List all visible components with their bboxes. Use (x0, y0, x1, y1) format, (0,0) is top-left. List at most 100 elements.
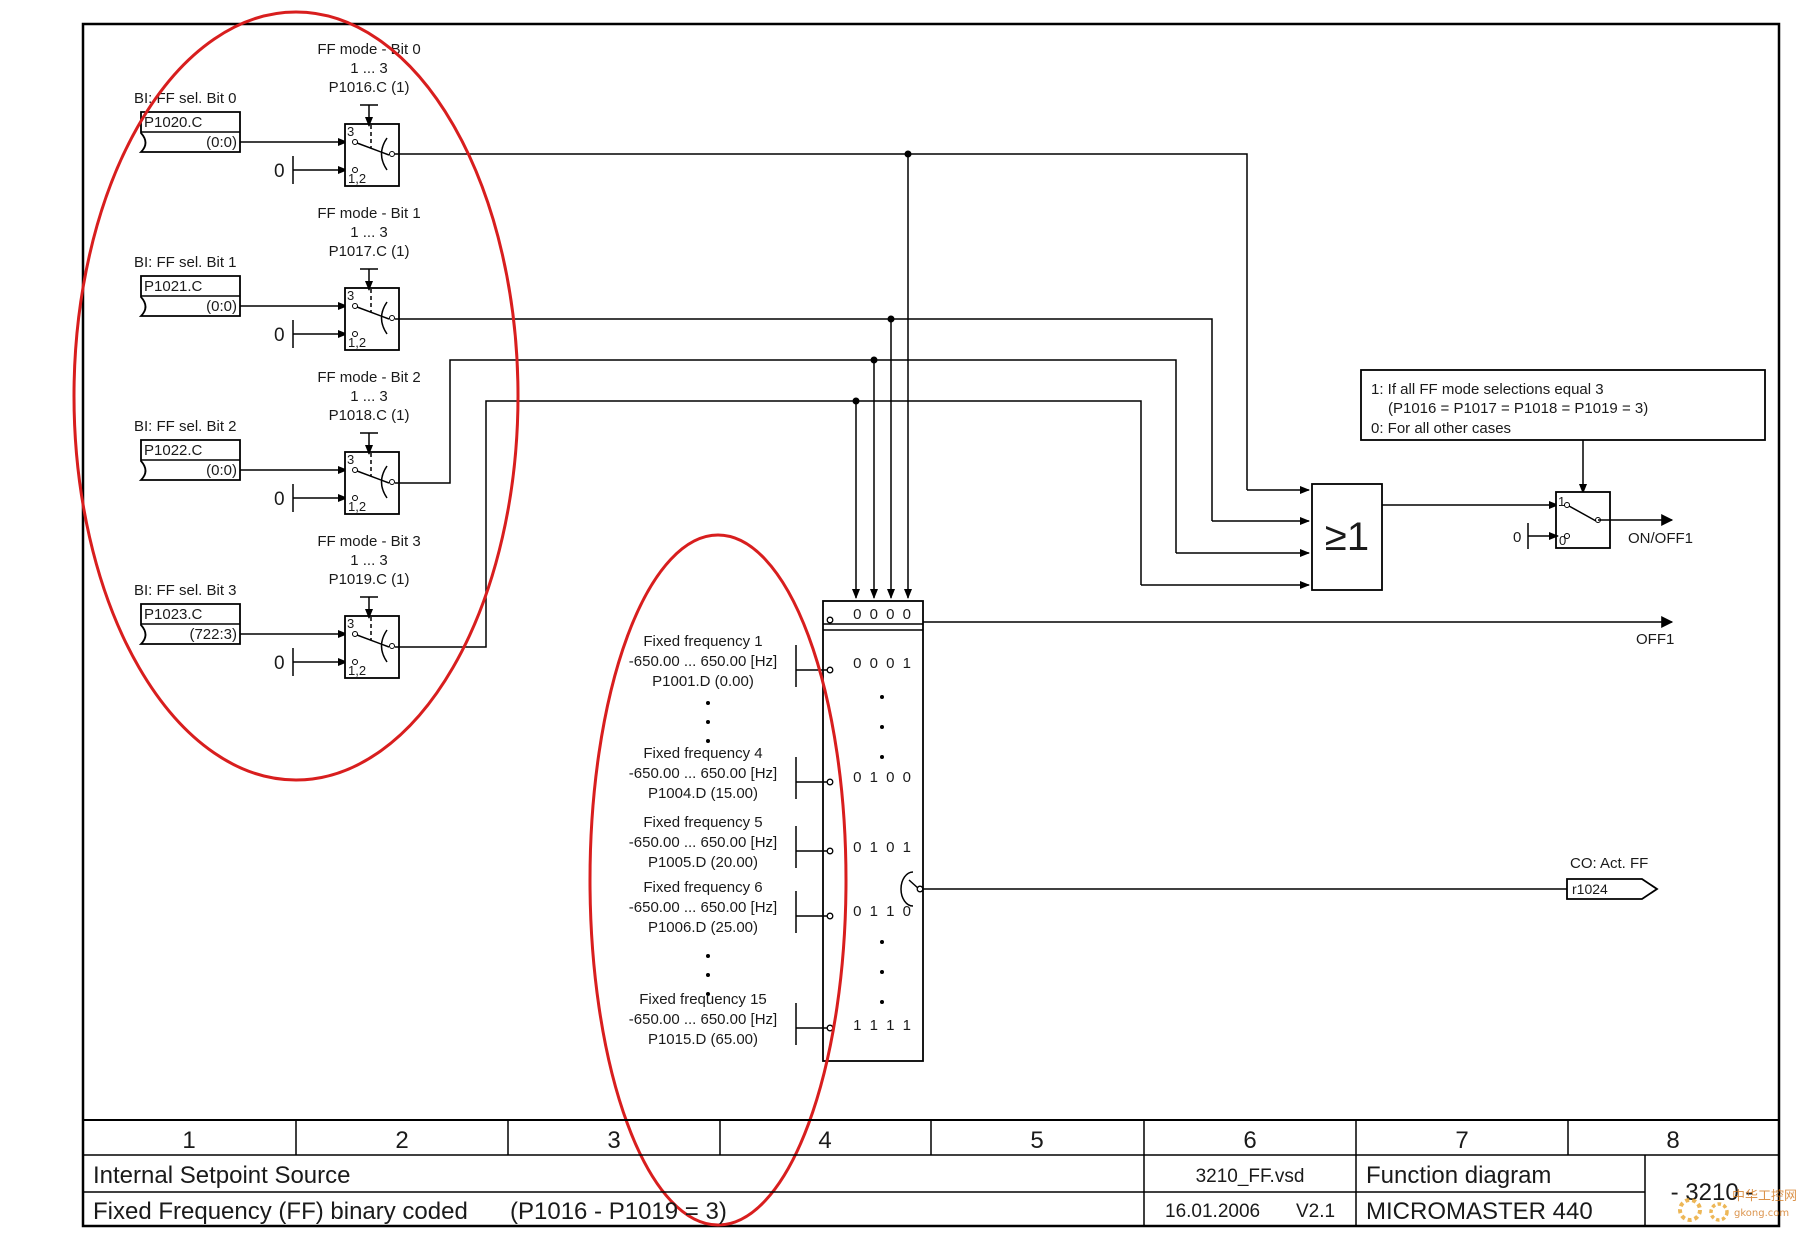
bi-param: P1023.C (144, 606, 203, 623)
zero-input: 0 (274, 489, 285, 510)
footer-column-number: 8 (1666, 1127, 1679, 1154)
output-switch: 1 0 0 (1513, 491, 1674, 549)
selector-code: 0 0 0 0 (853, 606, 913, 623)
ff-mode-range: 1 ... 3 (350, 552, 388, 569)
switch-pos-3: 3 (347, 616, 354, 631)
ff-mode-range: 1 ... 3 (350, 224, 388, 241)
fixed-frequency-input: Fixed frequency 5 -650.00 ... 650.00 [Hz]… (629, 814, 834, 871)
freq-param: P1005.D (20.00) (648, 854, 758, 871)
selector-code: 1 1 1 1 (853, 1017, 913, 1034)
footer-file: 3210_FF.vsd (1196, 1166, 1305, 1187)
frequency-selector (706, 600, 1674, 1062)
ff-mode-title: FF mode - Bit 0 (317, 41, 420, 58)
footer-title-2-params: (P1016 - P1019 = 3) (510, 1198, 727, 1225)
bi-label: BI: FF sel. Bit 0 (134, 90, 237, 107)
footer-column-number: 4 (818, 1127, 831, 1154)
zero-input: 0 (274, 161, 285, 182)
freq-range: -650.00 ... 650.00 [Hz] (629, 899, 777, 916)
freq-range: -650.00 ... 650.00 [Hz] (629, 834, 777, 851)
footer-title-1: Internal Setpoint Source (93, 1162, 351, 1189)
freq-range: -650.00 ... 650.00 [Hz] (629, 765, 777, 782)
ff-mode-param: P1017.C (1) (329, 243, 410, 260)
watermark-line-2: gkong.com (1734, 1208, 1789, 1219)
ff-mode-title: FF mode - Bit 3 (317, 533, 420, 550)
input-block-bit-2: FF mode - Bit 2 1 ... 3 P1018.C (1) BI: FF … (134, 369, 421, 515)
drawing-frame (81, 22, 1781, 1228)
fixed-frequency-input: Fixed frequency 1 -650.00 ... 650.00 [Hz]… (629, 633, 834, 690)
selector-code: 0 0 0 1 (853, 655, 913, 672)
freq-param: P1004.D (15.00) (648, 785, 758, 802)
out-switch-pos-1: 1 (1558, 494, 1565, 509)
bi-param: P1020.C (144, 114, 203, 131)
bi-label: BI: FF sel. Bit 3 (134, 582, 237, 599)
co-connector (1566, 878, 1659, 900)
selector-code: 0 1 0 0 (853, 769, 913, 786)
freq-name: Fixed frequency 4 (643, 745, 762, 762)
input-block-bit-0: FF mode - Bit 0 1 ... 3 P1016.C (1) BI: FF … (134, 41, 421, 187)
ff-mode-range: 1 ... 3 (350, 60, 388, 77)
ff-mode-param: P1019.C (1) (329, 571, 410, 588)
bi-param: P1022.C (144, 442, 203, 459)
co-act-ff-label: CO: Act. FF (1570, 855, 1648, 872)
footer-column-number: 1 (182, 1127, 195, 1154)
freq-range: -650.00 ... 650.00 [Hz] (629, 653, 777, 670)
on-off1-label: ON/OFF1 (1628, 530, 1693, 547)
freq-range: -650.00 ... 650.00 [Hz] (629, 1011, 777, 1028)
signal-wires (395, 150, 1310, 648)
bi-label: BI: FF sel. Bit 2 (134, 418, 237, 435)
freq-name: Fixed frequency 6 (643, 879, 762, 896)
freq-name: Fixed frequency 15 (639, 991, 767, 1008)
freq-name: Fixed frequency 5 (643, 814, 762, 831)
highlight-ellipse-inputs (72, 10, 520, 782)
footer-title-2: Fixed Frequency (FF) binary coded (93, 1198, 468, 1225)
title-block (83, 1119, 1779, 1226)
out-switch-zero: 0 (1513, 529, 1521, 546)
ff-mode-param: P1018.C (1) (329, 407, 410, 424)
footer-version: V2.1 (1296, 1201, 1335, 1222)
freq-param: P1006.D (25.00) (648, 919, 758, 936)
bi-value: (0:0) (206, 462, 237, 479)
selector-code: 0 1 0 1 (853, 839, 913, 856)
or-gate (1311, 483, 1383, 591)
watermark-line-1: 中华工控网 (1732, 1189, 1797, 1204)
freq-param: P1015.D (65.00) (648, 1031, 758, 1048)
bi-param: P1021.C (144, 278, 203, 295)
fixed-frequency-input: Fixed frequency 4 -650.00 ... 650.00 [Hz]… (629, 745, 834, 802)
footer-product: MICROMASTER 440 (1366, 1198, 1593, 1225)
gear-icon (1678, 1198, 1702, 1222)
input-block-bit-3: FF mode - Bit 3 1 ... 3 P1019.C (1) BI: FF … (134, 533, 421, 679)
fixed-frequency-input: Fixed frequency 6 -650.00 ... 650.00 [Hz]… (629, 879, 834, 936)
freq-param: P1001.D (0.00) (652, 673, 754, 690)
ff-mode-title: FF mode - Bit 2 (317, 369, 420, 386)
note-line-1: 1: If all FF mode selections equal 3 (1371, 381, 1604, 398)
bi-value: (0:0) (206, 298, 237, 315)
ff-mode-title: FF mode - Bit 1 (317, 205, 420, 222)
footer-date: 16.01.2006 (1165, 1201, 1260, 1222)
freq-name: Fixed frequency 1 (643, 633, 762, 650)
switch-pos-12: 1,2 (348, 171, 366, 186)
co-param: r1024 (1572, 881, 1608, 897)
highlight-ellipse-frequencies (588, 533, 848, 1227)
selector-code: 0 1 1 0 (853, 903, 913, 920)
bi-value: (0:0) (206, 134, 237, 151)
switch-pos-12: 1,2 (348, 663, 366, 678)
footer-column-number: 2 (395, 1127, 408, 1154)
ff-mode-param: P1016.C (1) (329, 79, 410, 96)
ff-mode-range: 1 ... 3 (350, 388, 388, 405)
out-switch-pos-0: 0 (1559, 533, 1566, 548)
footer-page: - 3210 - (1671, 1179, 1754, 1206)
footer-column-number: 6 (1243, 1127, 1256, 1154)
bi-value: (722:3) (189, 626, 237, 643)
footer-column-number: 7 (1455, 1127, 1468, 1154)
switch-pos-3: 3 (347, 124, 354, 139)
zero-input: 0 (274, 653, 285, 674)
switch-pos-3: 3 (347, 288, 354, 303)
note-line-2: (P1016 = P1017 = P1018 = P1019 = 3) (1388, 400, 1648, 417)
switch-pos-12: 1,2 (348, 335, 366, 350)
or-gate-symbol: ≥1 (1325, 515, 1369, 559)
watermark: 中华工控网 gkong.com (1678, 1189, 1797, 1222)
note-line-3: 0: For all other cases (1371, 420, 1511, 437)
footer-column-number: 3 (607, 1127, 620, 1154)
